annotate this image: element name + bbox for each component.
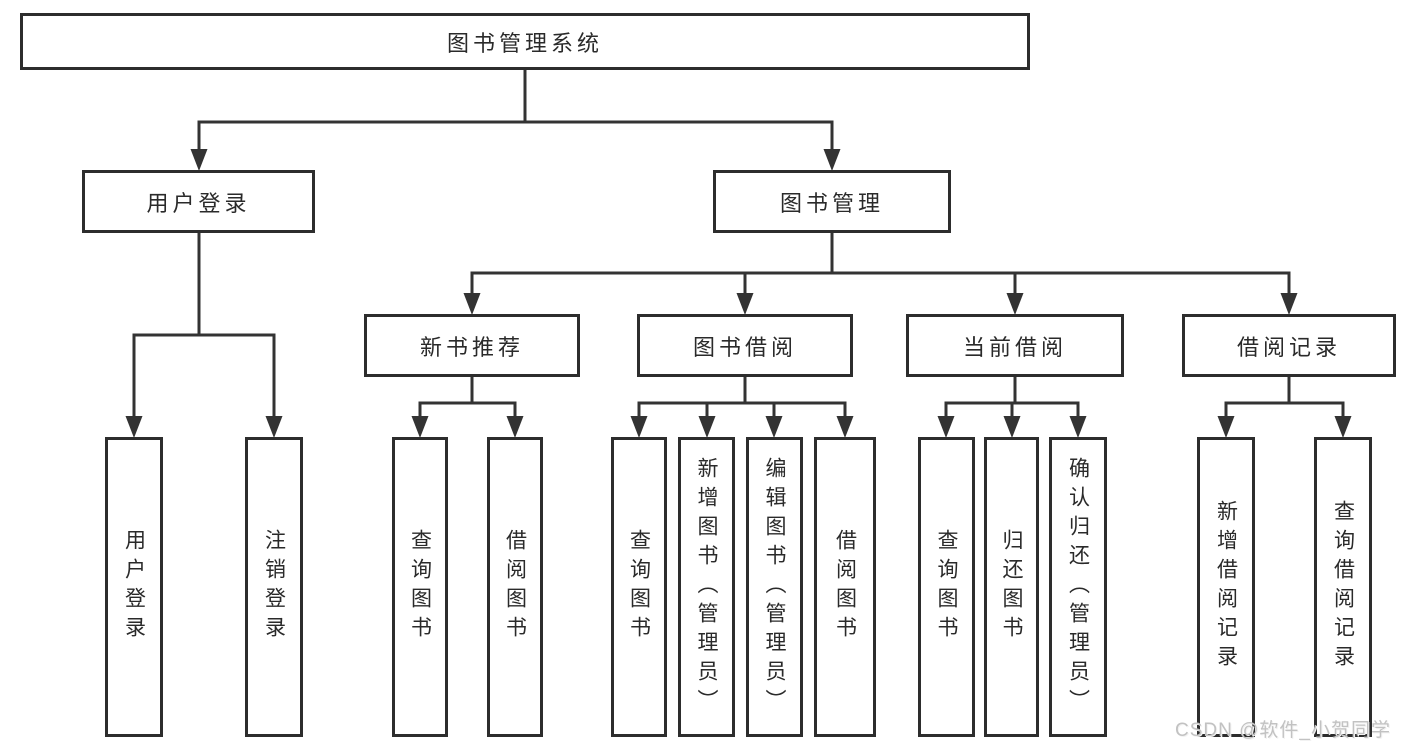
node-book-management: 图书管理 [713,170,951,233]
node-new-book-recommend: 新书推荐 [364,314,580,377]
leaf-current-return-books: 归还图书 [984,437,1039,737]
arrow-down-icon [1334,416,1352,438]
node-book-management-label: 图书管理 [779,190,884,216]
leaf-borrow-edit-books-admin-label: 编辑图书（管理员） [763,456,786,718]
leaf-current-confirm-return-admin: 确认归还（管理员） [1049,437,1107,737]
leaf-current-query-books: 查询图书 [918,437,975,737]
arrow-down-icon [506,416,524,438]
leaf-logout: 注销登录 [245,437,303,737]
leaf-borrow-borrow-books-label: 借阅图书 [833,529,857,645]
arrow-down-icon [765,416,783,438]
node-user-login-label: 用户登录 [146,190,251,216]
arrow-down-icon [125,416,143,438]
arrow-down-icon [698,416,716,438]
arrow-down-icon [736,293,754,315]
node-current-borrow: 当前借阅 [906,314,1124,377]
leaf-current-query-books-label: 查询图书 [935,529,958,645]
node-current-borrow-label: 当前借阅 [962,334,1067,360]
watermark: CSDN @软件_小贺同学 [1175,720,1391,741]
node-borrow-records-label: 借阅记录 [1236,334,1341,360]
leaf-user-login-label: 用户登录 [122,529,146,645]
leaf-user-login: 用户登录 [105,437,163,737]
node-new-book-recommend-label: 新书推荐 [419,334,524,360]
leaf-records-add-borrow-record: 新增借阅记录 [1197,437,1255,737]
leaf-newbook-query-books: 查询图书 [392,437,448,737]
node-user-login: 用户登录 [82,170,315,233]
arrow-down-icon [1003,416,1021,438]
leaf-borrow-add-books-admin-label: 新增图书（管理员） [695,456,718,718]
arrow-down-icon [1006,293,1024,315]
leaf-records-query-borrow-record-label: 查询借阅记录 [1331,500,1355,674]
leaf-borrow-borrow-books: 借阅图书 [814,437,876,737]
leaf-newbook-borrow-books-label: 借阅图书 [503,529,527,645]
leaf-newbook-query-books-label: 查询图书 [408,529,432,645]
connector-paths-group [132,68,1345,420]
arrow-down-icon [265,416,283,438]
leaf-logout-label: 注销登录 [262,529,286,645]
arrowheads-group [125,149,1352,438]
arrow-down-icon [190,149,208,171]
node-book-borrow-label: 图书借阅 [692,334,797,360]
leaf-borrow-add-books-admin: 新增图书（管理员） [678,437,735,737]
leaf-borrow-query-books-label: 查询图书 [627,529,651,645]
arrow-down-icon [823,149,841,171]
arrow-down-icon [1217,416,1235,438]
leaf-current-confirm-return-admin-label: 确认归还（管理员） [1066,456,1090,718]
leaf-borrow-edit-books-admin: 编辑图书（管理员） [746,437,803,737]
leaf-records-query-borrow-record: 查询借阅记录 [1314,437,1372,737]
arrow-down-icon [1069,416,1087,438]
node-library-system-label: 图书管理系统 [446,30,603,56]
arrow-down-icon [836,416,854,438]
leaf-current-return-books-label: 归还图书 [1000,529,1023,645]
arrow-down-icon [411,416,429,438]
arrow-down-icon [1280,293,1298,315]
leaf-records-add-borrow-record-label: 新增借阅记录 [1214,500,1238,674]
node-book-borrow: 图书借阅 [637,314,853,377]
arrow-down-icon [630,416,648,438]
leaf-borrow-query-books: 查询图书 [611,437,667,737]
arrow-down-icon [937,416,955,438]
leaf-newbook-borrow-books: 借阅图书 [487,437,543,737]
node-library-system: 图书管理系统 [20,13,1030,70]
arrow-down-icon [463,293,481,315]
node-borrow-records: 借阅记录 [1182,314,1396,377]
